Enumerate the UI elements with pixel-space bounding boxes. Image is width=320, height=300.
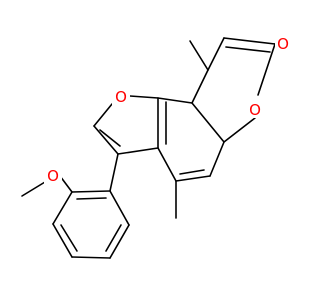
bond bbox=[71, 190, 111, 193]
bond bbox=[99, 129, 121, 147]
ring-oxygen-label: O bbox=[249, 101, 261, 119]
bond bbox=[179, 169, 205, 175]
bond bbox=[109, 224, 130, 259]
bond bbox=[105, 224, 122, 252]
bond bbox=[52, 223, 73, 258]
bond bbox=[189, 40, 209, 71]
furan-oxygen-label: O bbox=[115, 88, 127, 106]
bond bbox=[71, 256, 111, 259]
bond bbox=[223, 117, 256, 143]
bond bbox=[157, 147, 177, 182]
bond bbox=[93, 125, 119, 155]
carbonyl-oxygen-label: O bbox=[277, 35, 289, 53]
bond bbox=[209, 141, 225, 177]
bond bbox=[257, 43, 276, 96]
methoxy-oxygen-label: O bbox=[47, 167, 59, 185]
bond bbox=[21, 181, 46, 197]
bond bbox=[223, 37, 276, 45]
bond bbox=[157, 97, 193, 104]
bond bbox=[109, 190, 130, 226]
bond bbox=[117, 147, 159, 155]
furan-oxygen-atom: O bbox=[112, 88, 130, 106]
bond-lines bbox=[21, 37, 284, 259]
bond bbox=[109, 153, 119, 192]
bond bbox=[207, 37, 225, 71]
bond bbox=[191, 69, 209, 104]
structure-canvas: O O O O bbox=[21, 35, 291, 259]
carbonyl-oxygen-atom: O bbox=[275, 35, 291, 53]
molecule-structure: O O O O bbox=[21, 35, 291, 259]
methoxy-oxygen-atom: O bbox=[44, 167, 62, 185]
bond bbox=[93, 103, 113, 127]
bond bbox=[52, 191, 73, 225]
bond bbox=[191, 102, 225, 143]
atom-labels: O O O O bbox=[44, 35, 291, 185]
ring-oxygen-atom: O bbox=[247, 101, 263, 119]
bond bbox=[225, 46, 271, 53]
bond bbox=[76, 197, 107, 200]
bond bbox=[175, 175, 211, 182]
bond bbox=[129, 95, 159, 99]
bond bbox=[60, 224, 78, 252]
